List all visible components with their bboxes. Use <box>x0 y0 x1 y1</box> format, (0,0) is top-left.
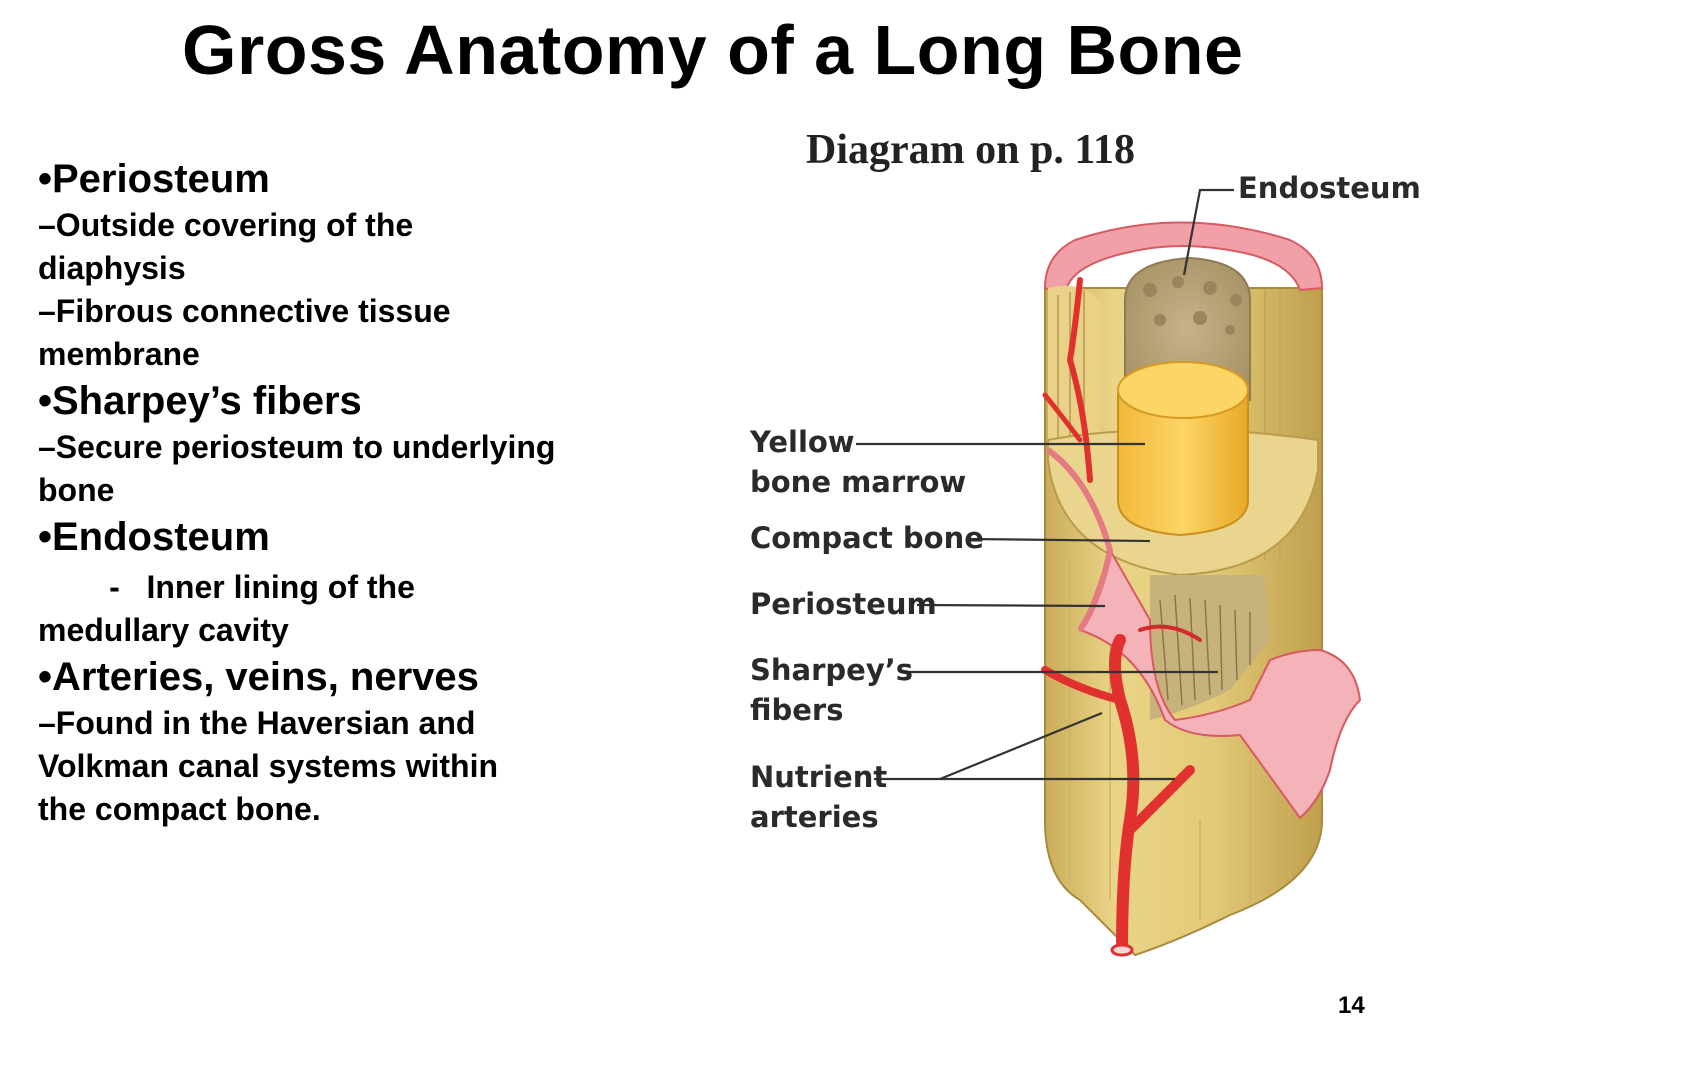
leader-lines <box>856 188 1234 781</box>
bullet-line: membrane <box>38 336 200 372</box>
bullet-line: –Outside covering of the <box>38 207 414 243</box>
label-nutrient-arteries-line1: Nutrient <box>750 760 888 794</box>
artery-branch-right <box>1125 765 1195 835</box>
bullet-line: bone <box>38 472 115 508</box>
label-sharpeys-fibers-line1: Sharpey’s <box>750 653 914 687</box>
bullet-heading: •Periosteum <box>38 157 270 201</box>
bullet-line: Volkman canal systems within <box>38 748 499 784</box>
bullet-line: –Secure periosteum to underlying <box>38 429 556 465</box>
label-compact-bone: Compact bone <box>750 521 984 555</box>
diagram-caption: Diagram on p. 118 <box>806 127 1136 173</box>
bullet-arteries: •Arteries, veins, nerves –Found in the H… <box>38 652 678 831</box>
label-sharpeys-fibers-line2: fibers <box>750 693 844 727</box>
page-number: 14 <box>1338 992 1365 1019</box>
periosteum-top-rim <box>1043 221 1324 297</box>
bullet-heading: •Endosteum <box>38 515 270 559</box>
bullet-heading: •Arteries, veins, nerves <box>38 655 479 699</box>
bullet-line: - Inner lining of the <box>38 569 415 605</box>
label-yellow-bone-marrow-line1: Yellow <box>750 425 855 459</box>
bullet-line: diaphysis <box>38 250 186 286</box>
bullet-heading: •Sharpey’s fibers <box>38 379 362 423</box>
bullet-line: –Fibrous connective tissue <box>38 293 451 329</box>
label-yellow-bone-marrow-line2: bone marrow <box>750 465 967 499</box>
bullet-sharpeys-fibers: •Sharpey’s fibers –Secure periosteum to … <box>38 376 678 512</box>
bullet-list: •Periosteum –Outside covering of the dia… <box>38 154 678 831</box>
leader-periosteum <box>916 603 1106 608</box>
leader-endosteum <box>1182 188 1234 276</box>
leader-compact-bone <box>968 537 1151 543</box>
leader-nutrient-arteries-b <box>939 711 1103 781</box>
bullet-line: medullary cavity <box>38 612 289 648</box>
slide-title: Gross Anatomy of a Long Bone <box>182 11 1244 89</box>
artery-upper-branch <box>1042 392 1083 443</box>
bullet-line: the compact bone. <box>38 791 321 827</box>
bullet-periosteum: •Periosteum –Outside covering of the dia… <box>38 154 678 376</box>
fiber-lines <box>1159 594 1251 706</box>
label-nutrient-arteries-line2: arteries <box>750 800 879 834</box>
bullet-line: –Found in the Haversian and <box>38 705 476 741</box>
label-periosteum: Periosteum <box>750 587 937 621</box>
periosteum-flap <box>1078 547 1362 820</box>
yellow-marrow-cylinder <box>1117 389 1249 537</box>
artery-branch-left <box>1041 666 1124 704</box>
yellow-marrow-top <box>1117 361 1249 419</box>
artery-flap-vessel <box>1138 624 1202 642</box>
bullet-endosteum: •Endosteum - Inner lining of the medulla… <box>38 512 678 652</box>
spongy-dots <box>1143 276 1242 335</box>
label-endosteum: Endosteum <box>1238 171 1421 205</box>
